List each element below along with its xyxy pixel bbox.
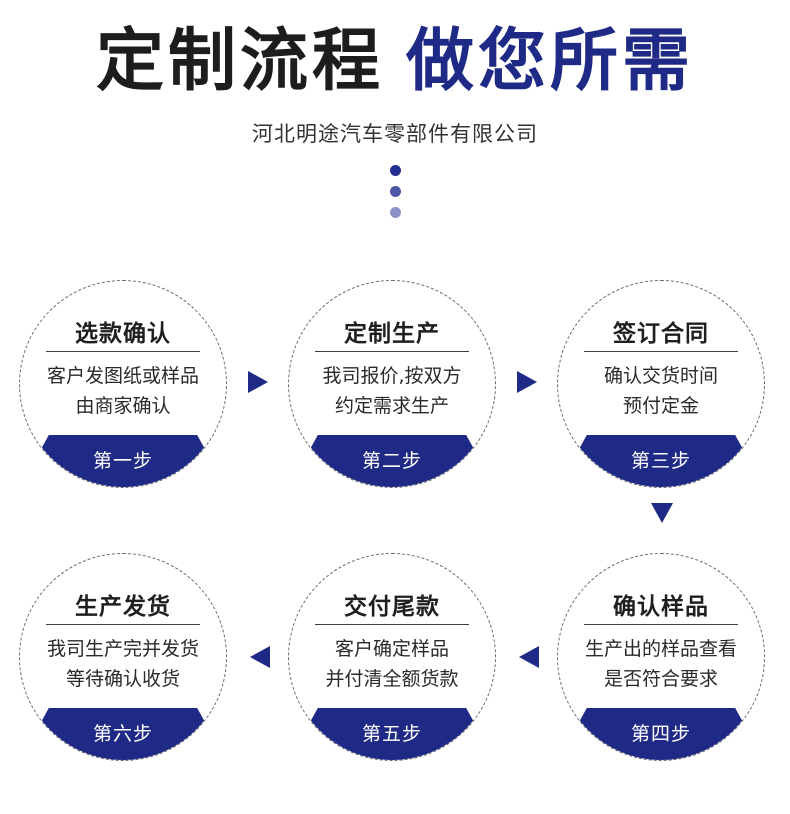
decor-dot <box>390 207 401 218</box>
step-4-card: 确认样品 生产出的样品查看 是否符合要求 第四步 <box>557 553 765 761</box>
step-title: 生产发货 <box>75 594 171 620</box>
step-number-label: 第一步 <box>92 450 153 472</box>
step-description: 我司生产完并发货 等待确认收货 <box>28 634 218 694</box>
step-number-label: 第四步 <box>630 723 691 745</box>
divider <box>46 624 200 625</box>
step-description: 客户发图纸或样品 由商家确认 <box>28 361 218 421</box>
arrow-right-icon <box>248 371 268 393</box>
arrow-down-icon <box>651 503 673 523</box>
step-description: 确认交货时间 预付定金 <box>566 361 756 421</box>
step-2-card: 定制生产 我司报价,按双方 约定需求生产 第二步 <box>288 280 496 488</box>
step-title: 签订合同 <box>613 321 709 347</box>
step-desc-line: 我司报价,按双方 <box>322 365 462 387</box>
step-number-label: 第三步 <box>630 450 691 472</box>
divider <box>584 351 738 352</box>
divider <box>46 351 200 352</box>
step-description: 生产出的样品查看 是否符合要求 <box>566 634 756 694</box>
step-3-card: 签订合同 确认交货时间 预付定金 第三步 <box>557 280 765 488</box>
step-title: 定制生产 <box>344 321 440 347</box>
step-band <box>20 435 226 487</box>
step-band <box>558 435 764 487</box>
step-desc-line: 我司生产完并发货 <box>46 638 199 660</box>
step-desc-line: 等待确认收货 <box>65 668 180 690</box>
step-desc-line: 客户发图纸或样品 <box>46 365 199 387</box>
step-desc-line: 生产出的样品查看 <box>584 638 737 660</box>
step-desc-line: 是否符合要求 <box>603 668 718 690</box>
page-title: 定制流程做您所需 <box>0 20 790 104</box>
step-band <box>289 708 495 760</box>
arrow-left-icon <box>519 646 539 668</box>
step-number-label: 第二步 <box>361 450 422 472</box>
step-band <box>20 708 226 760</box>
step-6-card: 生产发货 我司生产完并发货 等待确认收货 第六步 <box>19 553 227 761</box>
step-desc-line: 确认交货时间 <box>603 365 718 387</box>
divider <box>584 624 738 625</box>
step-band <box>289 435 495 487</box>
step-desc-line: 客户确定样品 <box>334 638 449 660</box>
decor-dot <box>390 165 401 176</box>
step-1-card: 选款确认 客户发图纸或样品 由商家确认 第一步 <box>19 280 227 488</box>
step-desc-line: 约定需求生产 <box>334 395 449 417</box>
step-band <box>558 708 764 760</box>
step-desc-line: 由商家确认 <box>75 395 171 417</box>
title-part-2: 做您所需 <box>406 22 695 101</box>
step-title: 选款确认 <box>75 321 171 347</box>
arrow-left-icon <box>250 646 270 668</box>
step-number-label: 第六步 <box>92 723 153 745</box>
title-part-1: 定制流程 <box>95 22 384 101</box>
step-number-label: 第五步 <box>361 723 422 745</box>
arrow-right-icon <box>517 371 537 393</box>
step-desc-line: 预付定金 <box>622 395 699 417</box>
step-5-card: 交付尾款 客户确定样品 并付清全额货款 第五步 <box>288 553 496 761</box>
company-name: 河北明途汽车零部件有限公司 <box>252 122 538 146</box>
step-desc-line: 并付清全额货款 <box>325 668 459 690</box>
decor-dot <box>390 186 401 197</box>
divider <box>315 351 469 352</box>
step-title: 交付尾款 <box>344 594 440 620</box>
step-description: 我司报价,按双方 约定需求生产 <box>297 361 487 421</box>
step-title: 确认样品 <box>613 594 709 620</box>
divider <box>315 624 469 625</box>
step-description: 客户确定样品 并付清全额货款 <box>297 634 487 694</box>
